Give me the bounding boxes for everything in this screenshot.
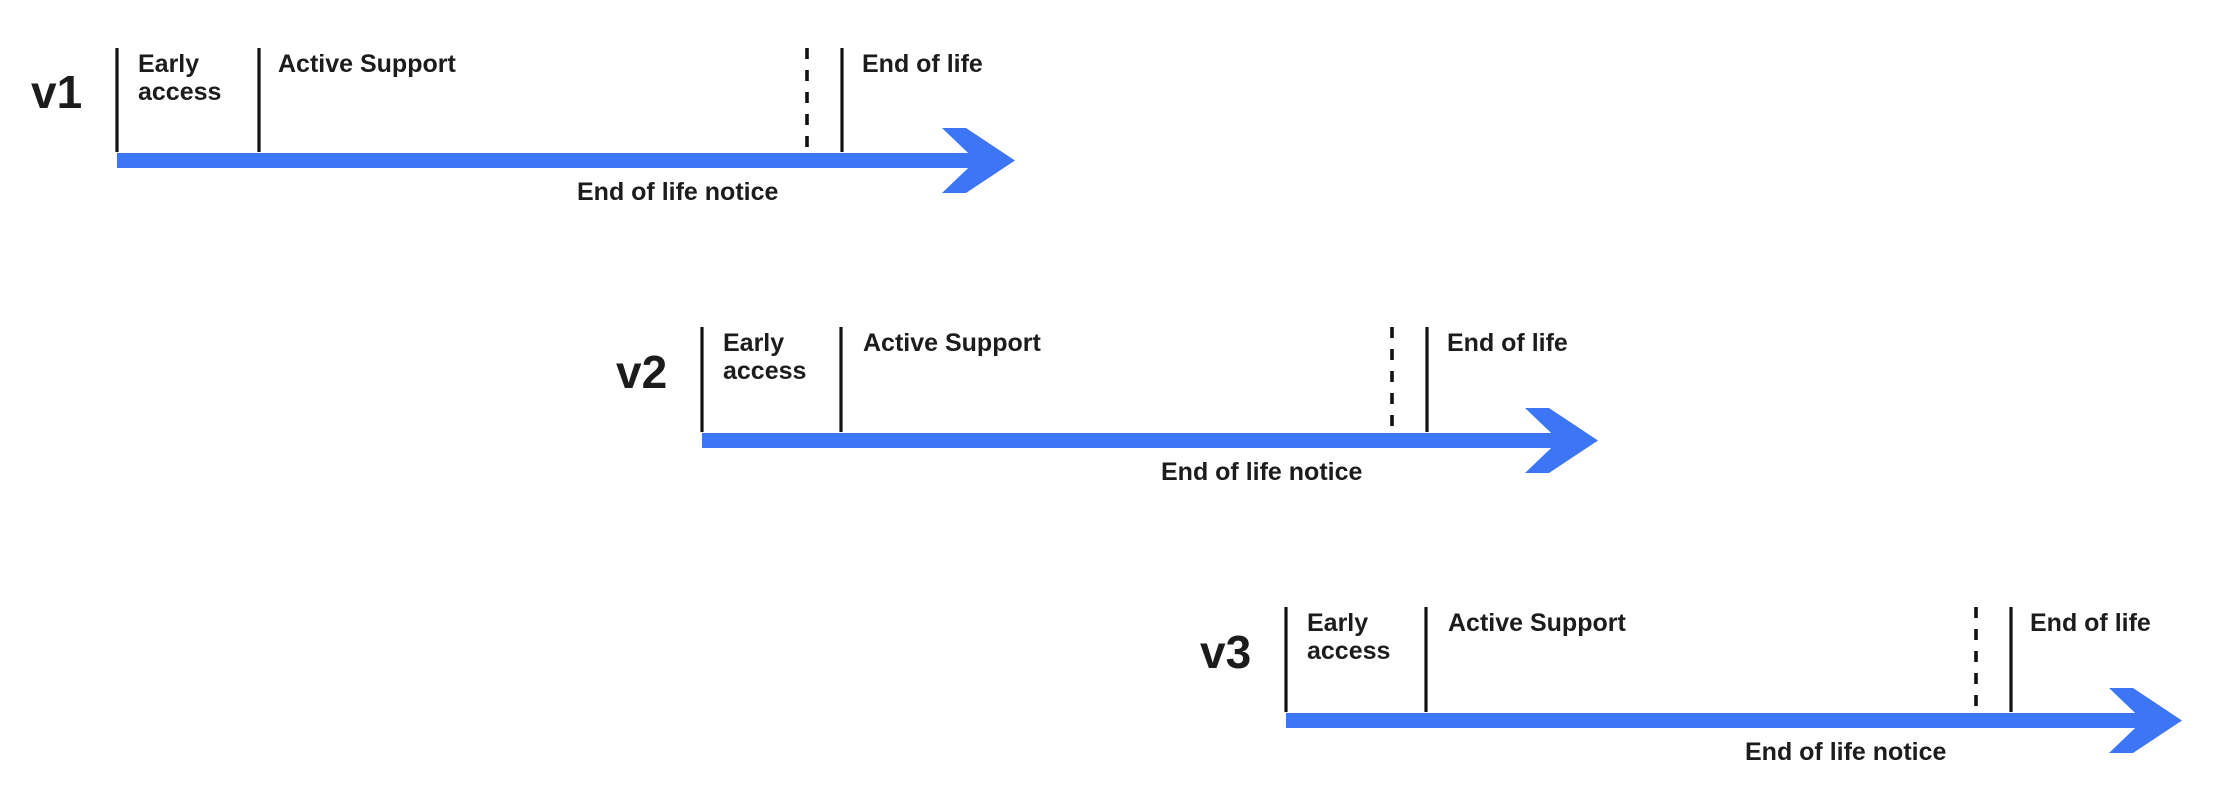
- phase-label-early-access-line2-v1: access: [138, 78, 221, 106]
- timeline-bar-v1: [117, 153, 983, 168]
- eol-notice-label-v1: End of life notice: [577, 178, 778, 206]
- timeline-row-v1: v1 Early access Active Support End of li…: [31, 48, 1015, 206]
- phase-label-active-support-v2: Active Support: [863, 329, 1041, 357]
- phase-label-end-of-life-v2: End of life: [1447, 329, 1568, 357]
- phase-label-active-support-v1: Active Support: [278, 50, 456, 78]
- version-label-v1: v1: [31, 66, 82, 118]
- phase-label-end-of-life-v1: End of life: [862, 50, 983, 78]
- eol-notice-label-v2: End of life notice: [1161, 458, 1362, 486]
- phase-label-end-of-life-v3: End of life: [2030, 609, 2151, 637]
- version-label-v3: v3: [1200, 626, 1251, 678]
- phase-label-early-access-line1-v3: Early: [1307, 609, 1368, 637]
- version-label-v2: v2: [616, 346, 667, 398]
- phase-label-early-access-line1-v2: Early: [723, 329, 784, 357]
- timeline-row-v3: v3 Early access Active Support End of li…: [1200, 607, 2182, 766]
- phase-label-early-access-line1-v1: Early: [138, 50, 199, 78]
- timeline-bar-v3: [1286, 713, 2150, 728]
- phase-label-active-support-v3: Active Support: [1448, 609, 1626, 637]
- phase-label-early-access-line2-v3: access: [1307, 637, 1390, 665]
- timeline-arrowhead-v2: [1525, 408, 1598, 473]
- phase-label-early-access-line2-v2: access: [723, 357, 806, 385]
- eol-notice-label-v3: End of life notice: [1745, 738, 1946, 766]
- timeline-arrowhead-v3: [2109, 688, 2182, 753]
- timeline-bar-v2: [702, 433, 1566, 448]
- timeline-row-v2: v2 Early access Active Support End of li…: [616, 327, 1598, 486]
- timeline-arrowhead-v1: [942, 128, 1015, 193]
